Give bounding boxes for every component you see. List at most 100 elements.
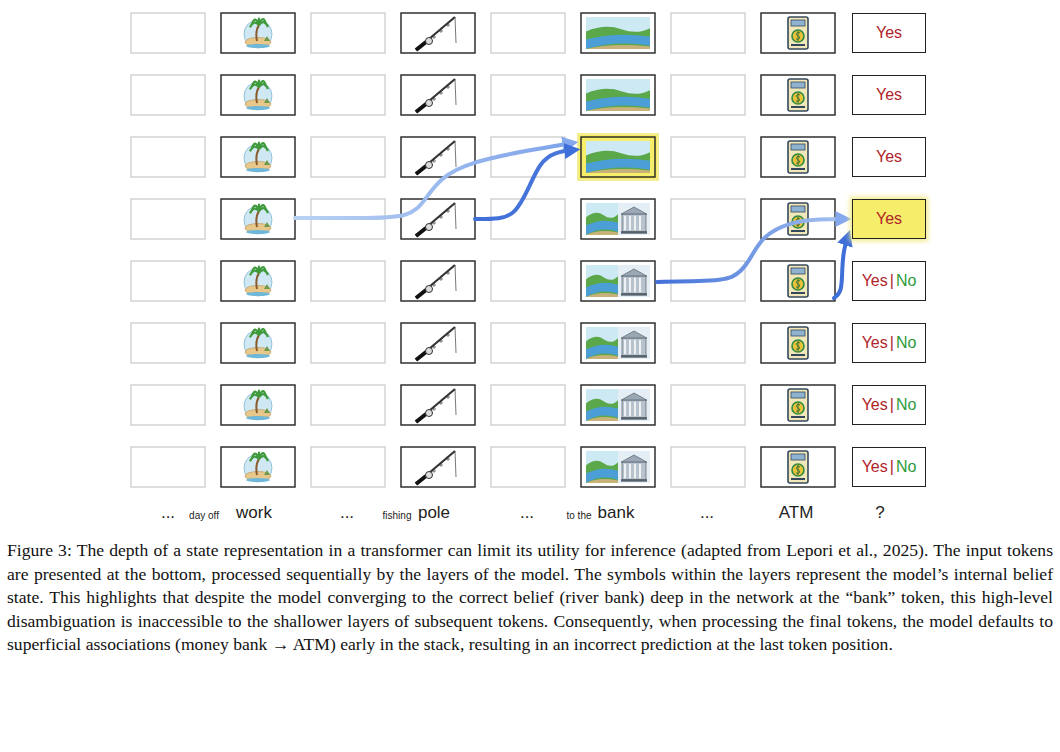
flow-arrow bbox=[475, 150, 574, 219]
belief-icon-box bbox=[401, 75, 475, 115]
empty-state-box bbox=[311, 13, 385, 53]
belief-icon-box bbox=[761, 323, 835, 363]
belief-icon-box bbox=[581, 447, 655, 487]
flow-arrow bbox=[657, 219, 845, 282]
empty-state-box bbox=[311, 385, 385, 425]
empty-state-box bbox=[491, 385, 565, 425]
empty-state-box bbox=[311, 137, 385, 177]
answer-box: Yes|No bbox=[852, 323, 926, 363]
empty-state-box bbox=[671, 199, 745, 239]
empty-state-box bbox=[671, 13, 745, 53]
answer-box: Yes|No bbox=[852, 261, 926, 301]
answer-text: No bbox=[895, 458, 917, 476]
token-label: to the bbox=[566, 510, 591, 521]
empty-state-box bbox=[311, 323, 385, 363]
empty-state-box bbox=[131, 385, 205, 425]
token-label: ... bbox=[161, 503, 175, 523]
token-label: bank bbox=[598, 503, 635, 523]
belief-icon-box bbox=[221, 199, 295, 239]
empty-state-box bbox=[671, 323, 745, 363]
answer-box: Yes bbox=[852, 137, 926, 177]
empty-state-box bbox=[671, 75, 745, 115]
empty-state-box bbox=[671, 447, 745, 487]
belief-icon-box bbox=[581, 385, 655, 425]
answer-text: Yes bbox=[861, 396, 889, 414]
token-label: fishing bbox=[383, 510, 412, 521]
belief-icon-box bbox=[581, 75, 655, 115]
belief-icon-box bbox=[221, 13, 295, 53]
belief-icon-box bbox=[761, 447, 835, 487]
token-label: day off bbox=[189, 510, 219, 521]
answer-text: | bbox=[889, 334, 895, 352]
token-label: ? bbox=[875, 503, 884, 523]
answer-box: Yes|No bbox=[852, 447, 926, 487]
empty-state-box bbox=[491, 13, 565, 53]
empty-state-box bbox=[131, 261, 205, 301]
empty-state-box bbox=[131, 13, 205, 53]
belief-icon-box bbox=[581, 261, 655, 301]
empty-state-box bbox=[311, 75, 385, 115]
answer-text: Yes bbox=[861, 334, 889, 352]
belief-icon-box bbox=[401, 385, 475, 425]
token-label: ... bbox=[520, 503, 534, 523]
answer-text: | bbox=[889, 458, 895, 476]
belief-icon-box bbox=[221, 447, 295, 487]
belief-icon-box bbox=[221, 137, 295, 177]
answer-text: Yes bbox=[861, 458, 889, 476]
belief-icon-box bbox=[581, 13, 655, 53]
empty-state-box bbox=[491, 261, 565, 301]
figure-caption: Figure 3: The depth of a state represent… bbox=[7, 539, 1053, 657]
belief-icon-box bbox=[401, 13, 475, 53]
answer-text: No bbox=[895, 396, 917, 414]
answer-text: Yes bbox=[875, 210, 903, 228]
empty-state-box bbox=[131, 323, 205, 363]
token-label: work bbox=[236, 503, 272, 523]
answer-box: Yes bbox=[852, 75, 926, 115]
token-label: ATM bbox=[779, 503, 814, 523]
empty-state-box bbox=[311, 447, 385, 487]
empty-state-box bbox=[491, 447, 565, 487]
belief-icon-box bbox=[221, 261, 295, 301]
answer-text: Yes bbox=[875, 86, 903, 104]
belief-icon-box bbox=[221, 75, 295, 115]
belief-icon-box bbox=[581, 199, 655, 239]
empty-state-box bbox=[671, 385, 745, 425]
answer-text: Yes bbox=[875, 24, 903, 42]
belief-icon-box bbox=[401, 199, 475, 239]
belief-icon-box bbox=[221, 385, 295, 425]
empty-state-box bbox=[311, 261, 385, 301]
answer-box: Yes bbox=[852, 13, 926, 53]
belief-icon-box bbox=[761, 261, 835, 301]
answer-text: | bbox=[889, 272, 895, 290]
answer-text: No bbox=[895, 272, 917, 290]
empty-state-box bbox=[491, 323, 565, 363]
answer-text: No bbox=[895, 334, 917, 352]
answer-text: Yes bbox=[861, 272, 889, 290]
token-label: ... bbox=[340, 503, 354, 523]
empty-state-box bbox=[131, 75, 205, 115]
belief-icon-box bbox=[578, 134, 658, 180]
answer-box: Yes|No bbox=[852, 385, 926, 425]
token-label: ... bbox=[700, 503, 714, 523]
belief-icon-box bbox=[581, 323, 655, 363]
belief-icon-box bbox=[761, 385, 835, 425]
empty-state-box bbox=[131, 199, 205, 239]
answer-box: Yes bbox=[852, 199, 926, 239]
empty-state-box bbox=[131, 447, 205, 487]
empty-state-box bbox=[671, 137, 745, 177]
belief-icon-box bbox=[761, 75, 835, 115]
belief-icon-box bbox=[401, 447, 475, 487]
belief-icon-box bbox=[761, 137, 835, 177]
answer-text: Yes bbox=[875, 148, 903, 166]
answer-text: | bbox=[889, 396, 895, 414]
belief-icon-box bbox=[761, 13, 835, 53]
belief-icon-box bbox=[401, 137, 475, 177]
token-label: pole bbox=[418, 503, 450, 523]
belief-icon-box bbox=[401, 261, 475, 301]
belief-icon-box bbox=[401, 323, 475, 363]
empty-state-box bbox=[491, 75, 565, 115]
empty-state-box bbox=[131, 137, 205, 177]
flow-arrow bbox=[834, 236, 848, 298]
belief-icon-box bbox=[221, 323, 295, 363]
